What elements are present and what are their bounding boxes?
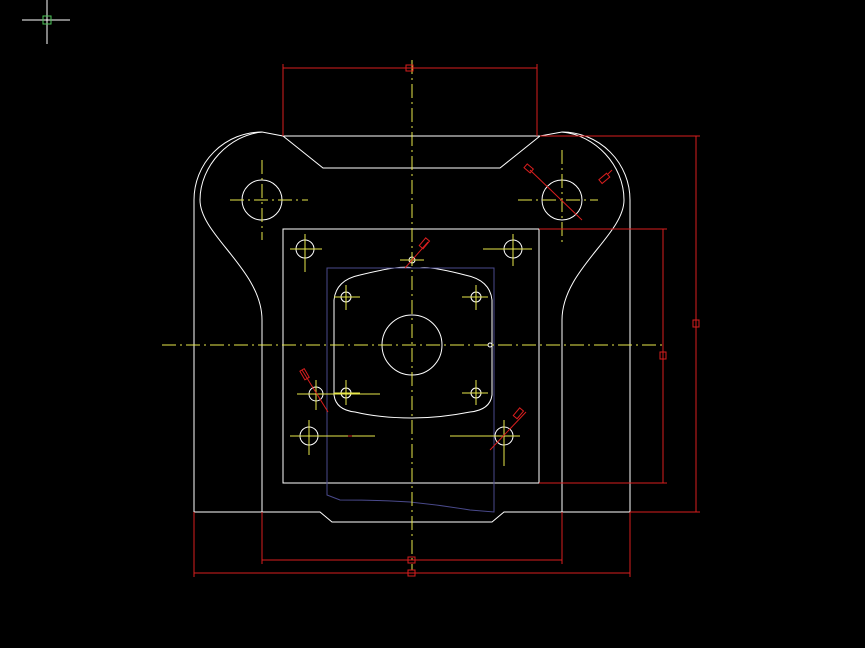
dimensions	[193, 64, 700, 577]
centerlines	[162, 60, 665, 570]
crosshair-cursor-icon	[22, 0, 70, 44]
inner-plate-outline	[333, 266, 493, 419]
hidden-profile	[326, 267, 495, 513]
small-hole-right	[487, 342, 493, 348]
